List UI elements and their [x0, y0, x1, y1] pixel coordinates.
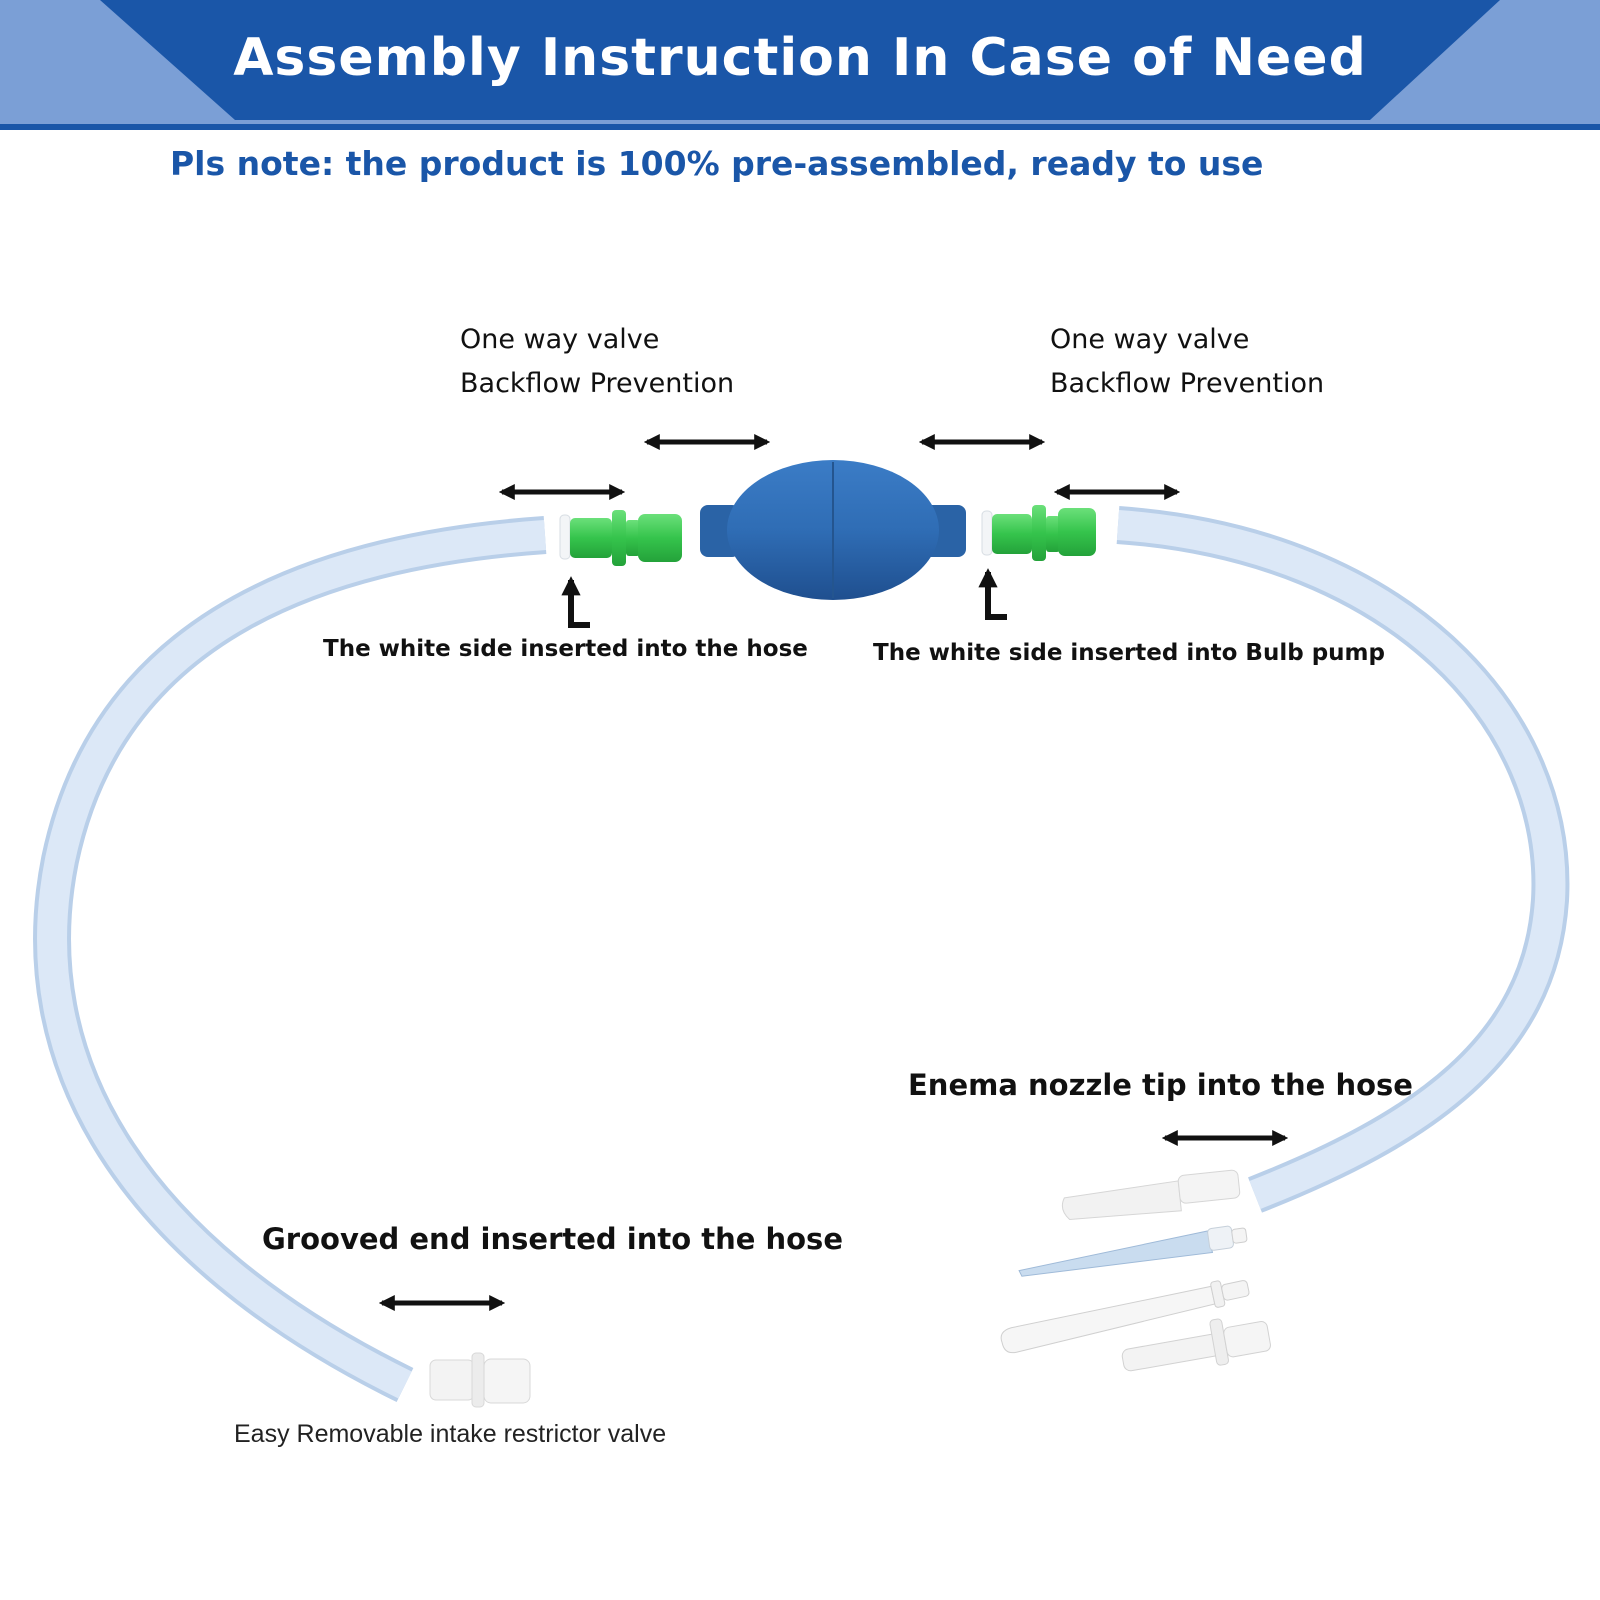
nozzle-tip-4	[1121, 1318, 1271, 1372]
left-one-way-valve	[559, 510, 682, 566]
left-connector-label: The white side inserted into the hose	[323, 636, 808, 662]
banner-bottom-line	[0, 124, 1600, 130]
right-valve-label-line1: One way valve	[1050, 324, 1250, 355]
nozzle-tips	[1000, 1169, 1271, 1372]
right-valve-label: One way valve Backflow Prevention	[1050, 318, 1324, 406]
arrows	[378, 433, 1289, 1312]
grooved-end-label: Grooved end inserted into the hose	[262, 1222, 843, 1256]
nozzle-tip-3	[1000, 1280, 1250, 1354]
restrictor-label: Easy Removable intake restrictor valve	[234, 1420, 667, 1448]
intake-restrictor-valve	[429, 1352, 531, 1408]
left-valve-label: One way valve Backflow Prevention	[460, 318, 734, 406]
banner-center-band	[100, 0, 1500, 120]
page-title: Assembly Instruction In Case of Need	[233, 28, 1367, 88]
left-valve-label-line2: Backflow Prevention	[460, 368, 735, 399]
right-one-way-valve	[981, 505, 1096, 561]
right-valve-label-line2: Backflow Prevention	[1050, 368, 1325, 399]
pre-assembled-note: Pls note: the product is 100% pre-assemb…	[170, 144, 1264, 183]
hose	[33, 506, 1570, 1403]
header-banner	[0, 0, 1600, 130]
nozzle-tip-1	[1061, 1169, 1241, 1220]
bulb-pump	[700, 460, 966, 600]
right-connector-label: The white side inserted into Bulb pump	[873, 640, 1385, 666]
nozzle-tip-2	[1018, 1225, 1248, 1277]
pointers	[561, 568, 1007, 628]
left-valve-label-line1: One way valve	[460, 324, 660, 355]
nozzle-label: Enema nozzle tip into the hose	[908, 1068, 1413, 1102]
